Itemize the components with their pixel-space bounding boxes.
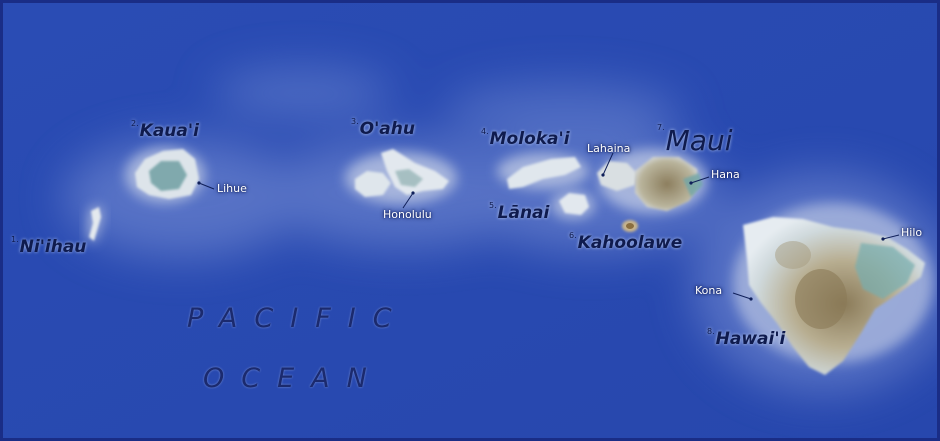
island-number: 5. — [489, 201, 497, 210]
maui-island — [597, 149, 707, 213]
town-pointers — [198, 152, 900, 300]
island-number: 8. — [707, 327, 715, 336]
island-name: Ni'ihau — [19, 237, 87, 257]
island-number: 1. — [11, 235, 19, 244]
town-label-lahaina: Lahaina — [587, 142, 631, 155]
oahu-island — [345, 149, 457, 204]
town-label-honolulu: Honolulu — [383, 208, 432, 221]
island-name: Kahoolawe — [577, 233, 683, 253]
island-name: Hawai'i — [715, 329, 786, 349]
island-label-molokai: 4.Moloka'i — [481, 128, 570, 149]
big-island — [733, 203, 933, 375]
town-label-hilo: Hilo — [901, 226, 923, 239]
island-number: 6. — [569, 231, 577, 240]
island-label-kahoolawe: 6.Kahoolawe — [569, 232, 683, 253]
island-label-niihau: 1.Ni'ihau — [11, 236, 87, 257]
island-label-lanai: 5.Lānai — [489, 202, 550, 223]
island-name: Moloka'i — [489, 129, 570, 149]
town-label-kona: Kona — [695, 284, 723, 297]
island-number: 3. — [351, 117, 359, 126]
town-label-hana: Hana — [711, 168, 740, 181]
town-label-lihue: Lihue — [217, 182, 247, 195]
niihau-island — [87, 205, 103, 243]
kauai-island — [125, 147, 205, 203]
island-name: Maui — [665, 124, 733, 157]
island-label-maui: 7.Maui — [657, 124, 733, 157]
island-number: 7. — [657, 123, 665, 132]
ocean-label-line2: OCEAN — [203, 363, 384, 394]
molokai-island — [497, 153, 589, 189]
kahoolawe-island — [622, 220, 638, 232]
ocean-label-line1: PACIFIC — [187, 303, 409, 334]
lanai-island — [551, 191, 595, 219]
island-label-hawaii: 8.Hawai'i — [707, 328, 786, 349]
island-name: Lānai — [497, 203, 550, 223]
island-name: O'ahu — [359, 119, 415, 139]
town-dots — [197, 173, 885, 301]
map-background — [3, 3, 937, 438]
island-label-kauai: 2.Kaua'i — [131, 120, 199, 141]
island-label-oahu: 3.O'ahu — [351, 118, 415, 139]
island-name: Kaua'i — [139, 121, 199, 141]
island-number: 2. — [131, 119, 139, 128]
island-number: 4. — [481, 127, 489, 136]
